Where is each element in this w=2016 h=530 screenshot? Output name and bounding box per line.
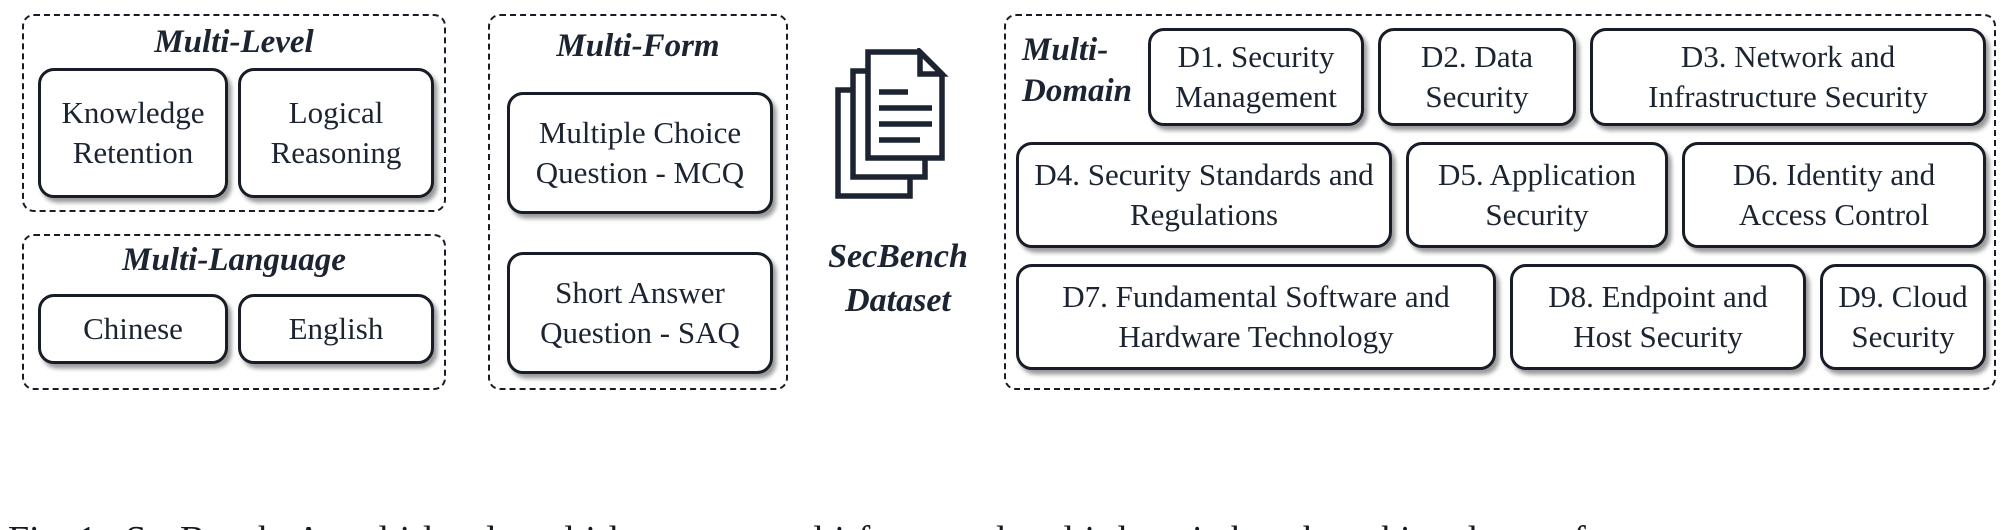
multi-language-title: Multi-Language (122, 242, 346, 278)
multi-form-group: Multi-Form Multiple Choice Question - MC… (488, 14, 788, 390)
node-saq: Short Answer Question - SAQ (507, 252, 773, 374)
dataset-label: SecBench Dataset (828, 235, 968, 323)
node-knowledge-retention: Knowledge Retention (38, 68, 228, 198)
dataset-label-line2: Dataset (845, 282, 951, 320)
documents-icon (832, 45, 964, 211)
node-d7-fundamental-software-hardware: D7. Fundamental Software and Hardware Te… (1016, 264, 1496, 370)
multi-domain-title: Multi- Domain (1022, 30, 1132, 113)
node-d3-network-infrastructure-security: D3. Network and Infrastructure Security (1590, 28, 1986, 126)
dataset-column: SecBench Dataset (798, 45, 998, 323)
node-d8-endpoint-host-security: D8. Endpoint and Host Security (1510, 264, 1806, 370)
node-d6-identity-access-control: D6. Identity and Access Control (1682, 142, 1986, 248)
multi-domain-title-line1: Multi- (1022, 32, 1109, 68)
node-d2-data-security: D2. Data Security (1378, 28, 1576, 126)
node-chinese: Chinese (38, 294, 228, 364)
node-d9-cloud-security: D9. Cloud Security (1820, 264, 1986, 370)
node-d4-security-standards-regulations: D4. Security Standards and Regulations (1016, 142, 1392, 248)
multi-level-title: Multi-Level (154, 24, 314, 60)
node-d1-security-management: D1. Security Management (1148, 28, 1364, 126)
node-english: English (238, 294, 434, 364)
multi-level-group: Multi-Level Knowledge Retention Logical … (22, 14, 446, 212)
figure-caption-line1: Fig. 1. SecBench: A multi-level, multi-l… (8, 513, 2008, 530)
figure-caption: Fig. 1. SecBench: A multi-level, multi-l… (8, 402, 2008, 530)
node-d5-application-security: D5. Application Security (1406, 142, 1668, 248)
node-logical-reasoning: Logical Reasoning (238, 68, 434, 198)
multi-domain-title-line2: Domain (1022, 73, 1133, 110)
multi-language-group: Multi-Language Chinese English (22, 234, 446, 390)
multi-domain-group: Multi- Domain D1. Security Management D2… (1004, 14, 1996, 390)
multi-form-title: Multi-Form (556, 28, 720, 64)
dataset-label-line1: SecBench (828, 238, 968, 275)
node-mcq: Multiple Choice Question - MCQ (507, 92, 773, 214)
